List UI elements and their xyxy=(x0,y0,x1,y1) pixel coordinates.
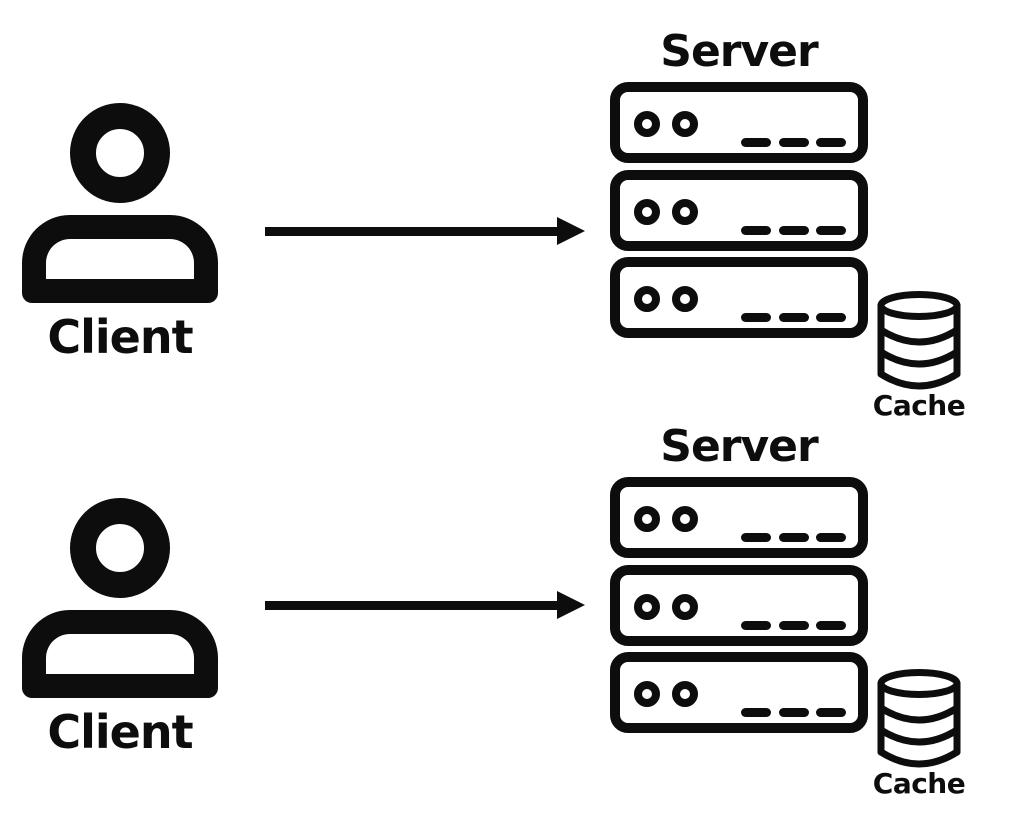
server-unit xyxy=(610,82,868,163)
indicator-dot-icon xyxy=(672,506,698,532)
server-title: Server xyxy=(660,421,818,472)
database-icon xyxy=(877,669,961,768)
indicator-dot-icon xyxy=(672,594,698,620)
vent-dash-icon xyxy=(816,313,846,322)
vent-dash-icon xyxy=(741,138,771,147)
server-unit xyxy=(610,565,868,646)
diagram-row-2: Client Server xyxy=(0,395,1020,825)
cache-label: Cache xyxy=(872,767,966,800)
server-unit xyxy=(610,477,868,558)
arrow-shaft xyxy=(265,601,561,610)
indicator-dot-icon xyxy=(634,681,660,707)
client-label: Client xyxy=(47,310,193,364)
server-title: Server xyxy=(660,26,818,77)
server-unit xyxy=(610,652,868,733)
request-arrow xyxy=(265,217,585,245)
cache-node: Cache xyxy=(849,291,989,420)
vent-dash-icon xyxy=(741,621,771,630)
indicator-dot-icon xyxy=(634,594,660,620)
vent-dash-icon xyxy=(741,226,771,235)
cache-label: Cache xyxy=(872,389,966,422)
arrowhead-icon xyxy=(557,217,585,245)
diagram-row-1: Client Server xyxy=(22,26,989,432)
server-rack xyxy=(610,477,868,827)
arrow-shaft xyxy=(265,227,561,236)
vent-dash-icon xyxy=(741,533,771,542)
server-rack xyxy=(610,82,868,432)
person-head-icon xyxy=(70,103,170,203)
indicator-dot-icon xyxy=(634,111,660,137)
vent-dash-icon xyxy=(741,708,771,717)
indicator-dot-icon xyxy=(634,286,660,312)
database-icon xyxy=(877,291,961,390)
vent-dash-icon xyxy=(779,313,809,322)
request-arrow xyxy=(265,591,585,619)
vent-dash-icon xyxy=(816,533,846,542)
person-head-icon xyxy=(70,498,170,598)
vent-dash-icon xyxy=(779,621,809,630)
vent-dash-icon xyxy=(816,226,846,235)
vent-dash-icon xyxy=(779,226,809,235)
vent-dash-icon xyxy=(741,313,771,322)
indicator-dot-icon xyxy=(672,199,698,225)
person-body-icon xyxy=(22,610,218,698)
vent-dash-icon xyxy=(779,708,809,717)
indicator-dot-icon xyxy=(634,199,660,225)
vent-dash-icon xyxy=(779,138,809,147)
server-unit xyxy=(610,257,868,338)
vent-dash-icon xyxy=(816,708,846,717)
vent-dash-icon xyxy=(816,621,846,630)
indicator-dot-icon xyxy=(634,506,660,532)
arrowhead-icon xyxy=(557,591,585,619)
cache-node: Cache xyxy=(849,669,989,798)
client-label: Client xyxy=(47,705,193,759)
server-unit xyxy=(610,170,868,251)
person-body-icon xyxy=(22,215,218,303)
indicator-dot-icon xyxy=(672,111,698,137)
indicator-dot-icon xyxy=(672,286,698,312)
vent-dash-icon xyxy=(816,138,846,147)
indicator-dot-icon xyxy=(672,681,698,707)
vent-dash-icon xyxy=(779,533,809,542)
